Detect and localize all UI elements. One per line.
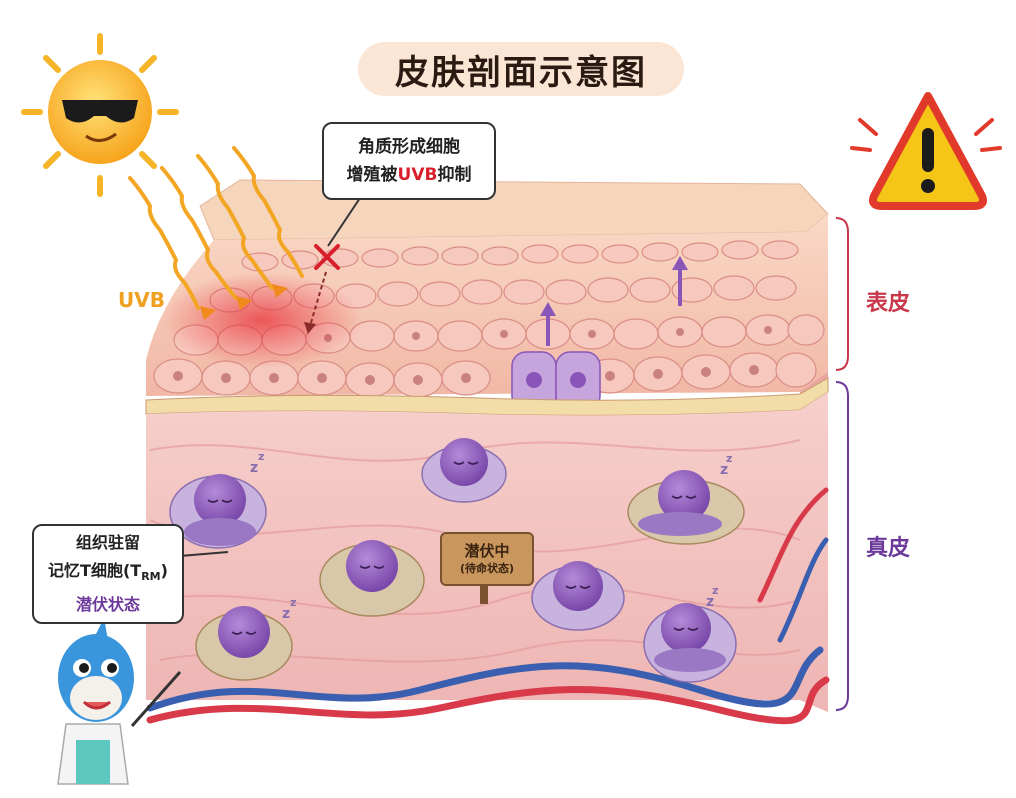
pointer-stick-icon — [130, 671, 182, 727]
dermis-bracket — [835, 381, 849, 711]
svg-text:z: z — [726, 452, 732, 465]
uvb-label: UVB — [118, 288, 165, 312]
line2-uvb: UVB — [397, 165, 438, 185]
uvb-ray-heads — [200, 284, 288, 320]
epidermis-label: 表皮 — [866, 291, 911, 316]
line2-prefix: 增殖被 — [346, 165, 398, 185]
page-title: 皮肤剖面示意图 — [358, 42, 684, 96]
trm-callout-line1: 组织驻留 — [75, 532, 140, 552]
trm-suffix: ) — [160, 560, 168, 580]
keratinocyte-callout-line1: 角质形成细胞 — [358, 137, 460, 157]
inhibit-dashed-arrow — [309, 271, 327, 327]
mascot-doctor-icon — [57, 618, 134, 785]
trm-subscript: RM — [141, 570, 161, 584]
svg-text:z: z — [706, 594, 714, 610]
callout-top-pointer — [327, 197, 361, 247]
svg-text:z: z — [290, 596, 296, 609]
epidermis-bracket — [835, 217, 849, 371]
sun-sunglasses-icon — [21, 33, 179, 197]
svg-text:z: z — [250, 460, 258, 476]
inhibit-cross-icon — [314, 244, 340, 270]
svg-text:z: z — [720, 462, 728, 478]
keratinocyte-callout-line2: 增殖被UVB抑制 — [347, 161, 472, 189]
trm-prefix: 记忆T细胞(T — [48, 560, 142, 580]
skin-top-surface — [199, 179, 829, 241]
uvb-damage-zone — [162, 272, 362, 368]
sleep-z-glyphs: z z z z z z z z — [250, 450, 732, 622]
trm-callout-line2: 记忆T细胞(TRM) — [48, 557, 168, 591]
sleeping-cell-icon — [169, 438, 745, 683]
trm-callout-line3: 潜伏状态 — [75, 595, 140, 615]
up-arrow-icon — [540, 256, 688, 346]
svg-text:z: z — [282, 606, 290, 622]
keratinocyte-callout: 角质形成细胞 增殖被UVB抑制 — [322, 122, 496, 200]
inhibit-arrowhead — [304, 322, 316, 334]
blood-vessels — [146, 487, 830, 725]
dermis-label: 真皮 — [866, 536, 911, 561]
sign-post — [480, 582, 488, 604]
warning-icon — [850, 92, 1002, 210]
trm-callout: 组织驻留 记忆T细胞(TRM) 潜伏状态 — [32, 524, 184, 624]
callout-left-pointer — [179, 551, 229, 557]
latent-sign: 潜伏中 (待命状态) — [440, 532, 534, 586]
svg-text:z: z — [258, 450, 264, 463]
latent-sign-line2: (待命状态) — [459, 562, 515, 575]
uvb-rays — [128, 146, 304, 310]
svg-text:z: z — [712, 584, 718, 597]
line2-suffix: 抑制 — [437, 165, 472, 185]
latent-sign-line1: 潜伏中 — [464, 542, 510, 560]
